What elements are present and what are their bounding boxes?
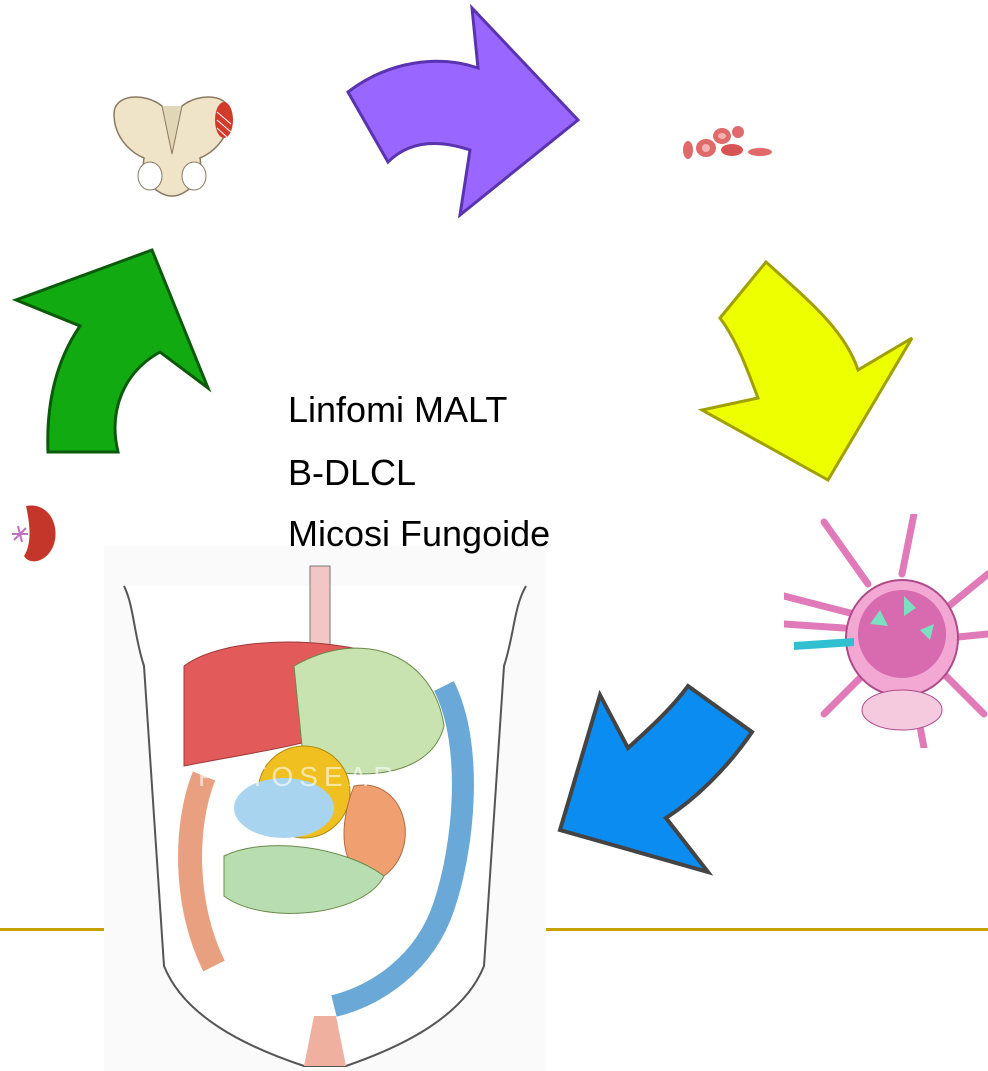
text-line-malt: Linfomi MALT bbox=[288, 392, 507, 428]
text-line-micosi: Micosi Fungoide bbox=[288, 516, 550, 552]
pelvis-illustration bbox=[104, 84, 240, 208]
spleen-illustration bbox=[8, 500, 60, 568]
yellow-arrow bbox=[702, 262, 912, 480]
green-arrow bbox=[16, 250, 208, 452]
abdomen-illustration: FOTOSEARCH bbox=[104, 546, 546, 1071]
blood-cells-illustration bbox=[676, 120, 776, 170]
lymph-node-icon bbox=[784, 514, 988, 748]
blue-arrow bbox=[560, 686, 752, 872]
red-blood-cells-icon bbox=[676, 120, 776, 170]
watermark-text: FOTOSEARCH bbox=[198, 761, 452, 792]
abdominal-organs-icon: FOTOSEARCH bbox=[104, 546, 546, 1071]
pelvis-icon bbox=[104, 84, 240, 208]
purple-arrow bbox=[348, 8, 578, 215]
spleen-icon bbox=[8, 500, 60, 568]
lymph-node-illustration bbox=[784, 514, 988, 748]
text-line-bdlcl: B-DLCL bbox=[288, 455, 416, 491]
